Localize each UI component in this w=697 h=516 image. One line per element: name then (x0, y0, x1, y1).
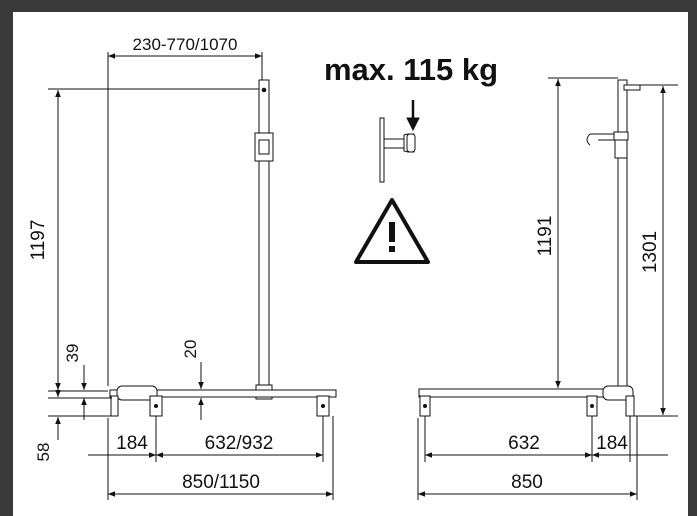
front-seg-right-label: 632/932 (205, 433, 274, 454)
front-bar-h-label: 20 (181, 340, 200, 359)
front-end-cap (116, 385, 158, 401)
side-pole-top (623, 84, 641, 91)
front-total-width-label: 850/1150 (182, 472, 260, 493)
side-total-width-label: 850 (511, 472, 543, 493)
front-pole-bolt (261, 87, 267, 93)
load-title: max. 115 kg (324, 52, 498, 87)
front-seg-left-label: 184 (116, 433, 148, 454)
side-height-inner-label: 1191 (535, 216, 556, 257)
side-seg-left-label: 632 (508, 433, 540, 454)
front-height-label: 1197 (28, 220, 49, 261)
load-arrow-icon (379, 100, 420, 183)
front-view (48, 52, 337, 500)
paper (13, 12, 688, 516)
warning-triangle-icon (354, 198, 430, 264)
front-width-top-label: 230-770/1070 (133, 35, 238, 54)
side-foot (625, 395, 635, 417)
side-view (417, 77, 678, 500)
side-pole (617, 79, 628, 393)
front-pole (258, 79, 270, 397)
front-foot-h2-label: 58 (34, 443, 53, 462)
front-base-bar (109, 389, 337, 398)
side-height-total-label: 1301 (640, 231, 661, 273)
side-seg-right-label: 184 (596, 433, 628, 454)
front-foot (110, 395, 119, 417)
front-foot-h1-label: 39 (63, 344, 82, 363)
